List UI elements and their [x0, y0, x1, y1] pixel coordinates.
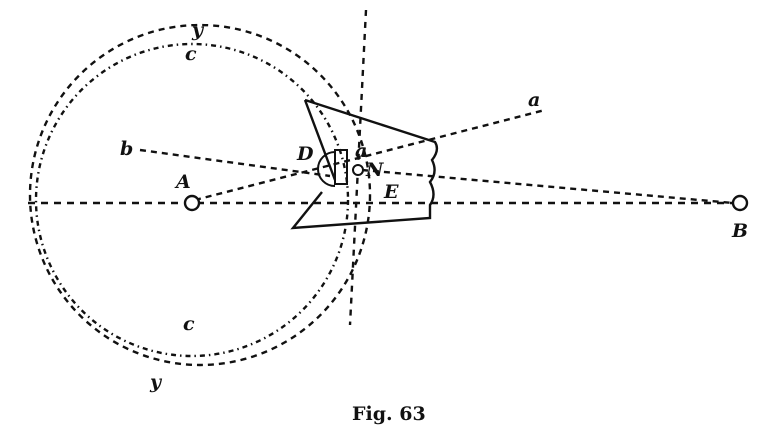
label-N: N [365, 159, 384, 181]
outer-circle-y [28, 23, 372, 367]
label-D: D [296, 143, 314, 165]
ray-N-B [361, 168, 734, 205]
label-a-ray: a [528, 89, 540, 111]
inner-circle-c [34, 42, 350, 358]
label-A: A [174, 171, 191, 193]
point-A [183, 194, 201, 212]
label-b: b [120, 138, 133, 160]
label-y-bottom: y [149, 371, 163, 393]
label-B: B [731, 220, 748, 242]
ray-b [139, 148, 331, 178]
point-B [731, 194, 749, 212]
label-c-bottom: c [183, 313, 195, 335]
prism-outline [290, 98, 439, 230]
label-y-top: y [191, 19, 205, 41]
figure-caption: Fig. 63 [352, 403, 426, 425]
semicircle-D [317, 151, 336, 187]
label-c-top: c [185, 43, 197, 65]
small-rect [334, 149, 348, 185]
point-N [352, 164, 364, 176]
label-E: E [383, 181, 399, 203]
label-a-small: a [355, 140, 367, 162]
ray-A-a [194, 108, 546, 202]
